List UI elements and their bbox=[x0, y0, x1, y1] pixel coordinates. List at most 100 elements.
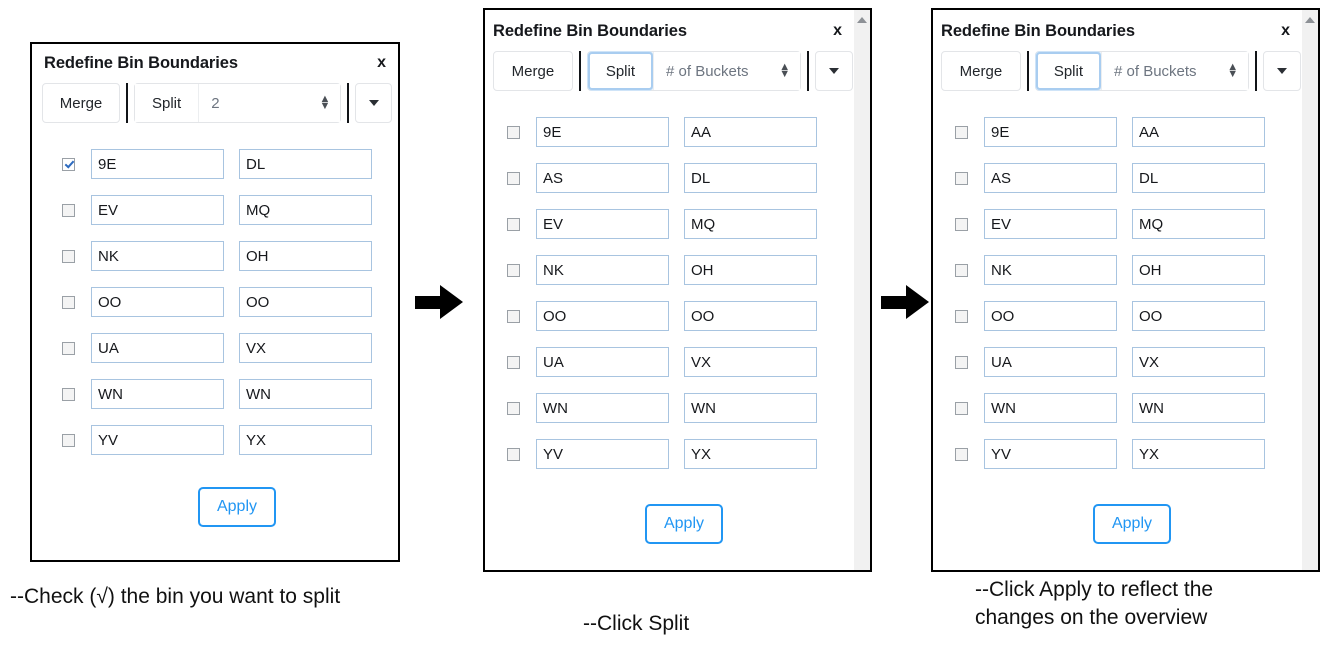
row-checkbox[interactable] bbox=[62, 249, 75, 263]
more-options-button[interactable] bbox=[355, 83, 392, 123]
row-checkbox[interactable] bbox=[955, 355, 968, 369]
bin-lower-bound-input[interactable]: YV bbox=[984, 439, 1117, 469]
row-checkbox[interactable] bbox=[955, 125, 968, 139]
bin-lower-bound-input[interactable]: OO bbox=[91, 287, 224, 317]
row-checkbox[interactable] bbox=[62, 295, 75, 309]
bin-upper-bound-input[interactable]: VX bbox=[239, 333, 372, 363]
row-checkbox[interactable] bbox=[955, 217, 968, 231]
bin-lower-bound-input[interactable]: AS bbox=[984, 163, 1117, 193]
row-checkbox[interactable] bbox=[62, 203, 75, 217]
bin-upper-bound-input[interactable]: MQ bbox=[684, 209, 817, 239]
row-checkbox[interactable] bbox=[507, 171, 520, 185]
table-row: 9E AA bbox=[507, 117, 827, 147]
apply-button[interactable]: Apply bbox=[645, 504, 723, 544]
merge-button[interactable]: Merge bbox=[941, 51, 1021, 91]
row-checkbox[interactable] bbox=[955, 171, 968, 185]
close-icon[interactable]: x bbox=[377, 54, 386, 71]
apply-button[interactable]: Apply bbox=[198, 487, 276, 527]
bin-lower-bound-input[interactable]: WN bbox=[91, 379, 224, 409]
bin-lower-bound-input[interactable]: NK bbox=[91, 241, 224, 271]
row-checkbox[interactable] bbox=[955, 401, 968, 415]
bin-lower-bound-input[interactable]: UA bbox=[536, 347, 669, 377]
row-checkbox[interactable] bbox=[62, 433, 75, 447]
table-row: NK OH bbox=[955, 255, 1275, 285]
row-checkbox-checked[interactable] bbox=[62, 157, 75, 171]
row-checkbox[interactable] bbox=[955, 447, 968, 461]
bin-lower-bound-input[interactable]: YV bbox=[536, 439, 669, 469]
bin-upper-bound-input[interactable]: MQ bbox=[1132, 209, 1265, 239]
buckets-select-value: # of Buckets bbox=[1114, 62, 1197, 80]
row-checkbox[interactable] bbox=[507, 217, 520, 231]
bin-upper-bound-input[interactable]: AA bbox=[1132, 117, 1265, 147]
split-button[interactable]: Split bbox=[1035, 52, 1102, 90]
bin-lower-bound-input[interactable]: WN bbox=[984, 393, 1117, 423]
panel-step-2: Redefine Bin Boundaries x Merge Split # … bbox=[483, 8, 872, 572]
bin-lower-bound-input[interactable]: EV bbox=[984, 209, 1117, 239]
bin-upper-bound-input[interactable]: VX bbox=[684, 347, 817, 377]
toolbar: Merge Split # of Buckets ▲▼ bbox=[493, 51, 853, 91]
row-checkbox[interactable] bbox=[507, 263, 520, 277]
row-checkbox[interactable] bbox=[955, 309, 968, 323]
bin-upper-bound-input[interactable]: WN bbox=[1132, 393, 1265, 423]
bin-upper-bound-input[interactable]: OO bbox=[239, 287, 372, 317]
row-checkbox[interactable] bbox=[62, 387, 75, 401]
bin-lower-bound-input[interactable]: EV bbox=[536, 209, 669, 239]
bin-upper-bound-input[interactable]: YX bbox=[1132, 439, 1265, 469]
row-checkbox[interactable] bbox=[507, 401, 520, 415]
apply-button[interactable]: Apply bbox=[1093, 504, 1171, 544]
row-checkbox[interactable] bbox=[507, 447, 520, 461]
bin-lower-bound-input[interactable]: OO bbox=[536, 301, 669, 331]
row-checkbox[interactable] bbox=[955, 263, 968, 277]
close-icon[interactable]: x bbox=[833, 22, 842, 39]
merge-button[interactable]: Merge bbox=[493, 51, 573, 91]
close-icon[interactable]: x bbox=[1281, 22, 1290, 39]
row-checkbox[interactable] bbox=[62, 341, 75, 355]
table-row: NK OH bbox=[507, 255, 827, 285]
more-options-button[interactable] bbox=[1263, 51, 1301, 91]
bin-upper-bound-input[interactable]: MQ bbox=[239, 195, 372, 225]
vertical-scrollbar[interactable] bbox=[1301, 10, 1318, 570]
bin-lower-bound-input[interactable]: UA bbox=[984, 347, 1117, 377]
bin-upper-bound-input[interactable]: OH bbox=[1132, 255, 1265, 285]
chevron-down-icon bbox=[368, 100, 379, 106]
bin-upper-bound-input[interactable]: OH bbox=[239, 241, 372, 271]
row-checkbox[interactable] bbox=[507, 309, 520, 323]
scroll-up-arrow-icon[interactable] bbox=[1305, 17, 1315, 23]
bin-upper-bound-input[interactable]: YX bbox=[684, 439, 817, 469]
buckets-select[interactable]: 2 ▲▼ bbox=[198, 84, 341, 122]
bin-lower-bound-input[interactable]: YV bbox=[91, 425, 224, 455]
bin-lower-bound-input[interactable]: WN bbox=[536, 393, 669, 423]
bin-upper-bound-input[interactable]: YX bbox=[239, 425, 372, 455]
bin-upper-bound-input[interactable]: OO bbox=[684, 301, 817, 331]
bin-lower-bound-input[interactable]: 9E bbox=[536, 117, 669, 147]
split-button[interactable]: Split bbox=[587, 52, 654, 90]
bin-rows: 9E DL EV MQ NK OH OO OO UA VX WN WN YV YX bbox=[62, 149, 372, 471]
bin-lower-bound-input[interactable]: 9E bbox=[984, 117, 1117, 147]
buckets-select[interactable]: # of Buckets ▲▼ bbox=[1101, 52, 1249, 90]
bin-lower-bound-input[interactable]: UA bbox=[91, 333, 224, 363]
row-checkbox[interactable] bbox=[507, 355, 520, 369]
bin-lower-bound-input[interactable]: 9E bbox=[91, 149, 224, 179]
bin-lower-bound-input[interactable]: NK bbox=[984, 255, 1117, 285]
bin-lower-bound-input[interactable]: EV bbox=[91, 195, 224, 225]
bin-lower-bound-input[interactable]: OO bbox=[984, 301, 1117, 331]
bin-upper-bound-input[interactable]: DL bbox=[684, 163, 817, 193]
row-checkbox[interactable] bbox=[507, 125, 520, 139]
bin-upper-bound-input[interactable]: DL bbox=[239, 149, 372, 179]
bin-upper-bound-input[interactable]: AA bbox=[684, 117, 817, 147]
bin-lower-bound-input[interactable]: AS bbox=[536, 163, 669, 193]
panel-body: Redefine Bin Boundaries x Merge Split # … bbox=[485, 10, 870, 570]
bin-upper-bound-input[interactable]: OO bbox=[1132, 301, 1265, 331]
bin-lower-bound-input[interactable]: NK bbox=[536, 255, 669, 285]
bin-upper-bound-input[interactable]: WN bbox=[684, 393, 817, 423]
bin-upper-bound-input[interactable]: VX bbox=[1132, 347, 1265, 377]
bin-upper-bound-input[interactable]: OH bbox=[684, 255, 817, 285]
merge-button[interactable]: Merge bbox=[42, 83, 120, 123]
bin-upper-bound-input[interactable]: DL bbox=[1132, 163, 1265, 193]
more-options-button[interactable] bbox=[815, 51, 853, 91]
buckets-select[interactable]: # of Buckets ▲▼ bbox=[653, 52, 801, 90]
split-button[interactable]: Split bbox=[135, 84, 199, 122]
bin-upper-bound-input[interactable]: WN bbox=[239, 379, 372, 409]
vertical-scrollbar[interactable] bbox=[853, 10, 870, 570]
scroll-up-arrow-icon[interactable] bbox=[857, 17, 867, 23]
